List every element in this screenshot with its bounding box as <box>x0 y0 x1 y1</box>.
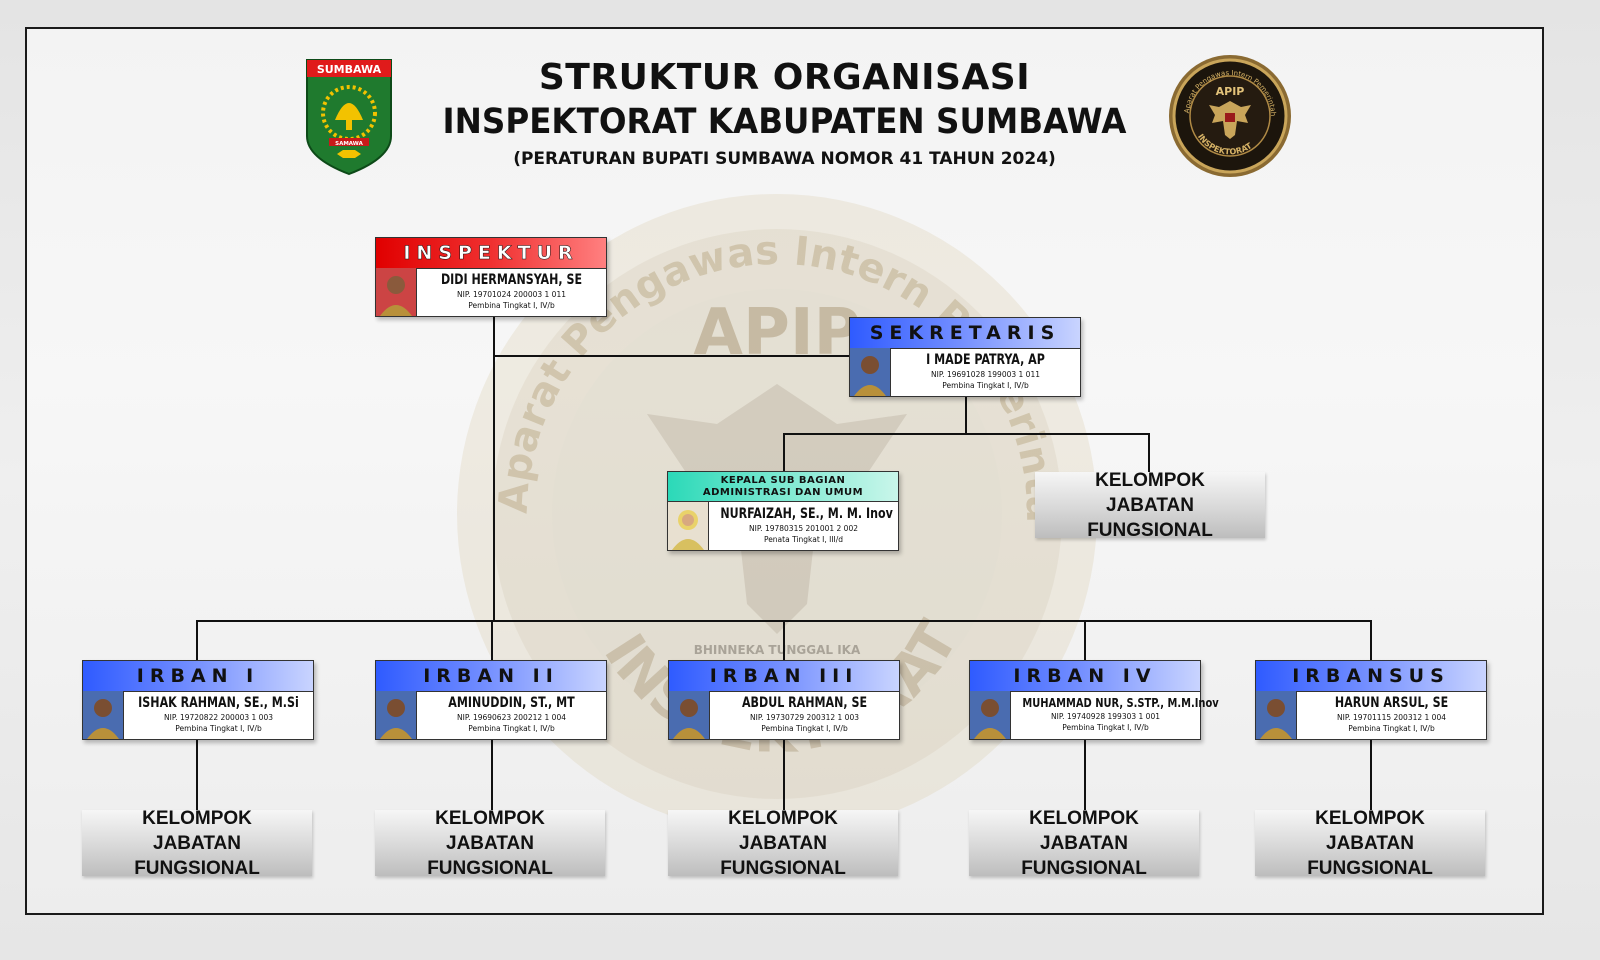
connector-irban-4-kjf <box>1084 738 1086 810</box>
irban-4-name: MUHAMMAD NUR, S.STP., M.M.Inov <box>1022 695 1219 710</box>
page-subtitle: INSPEKTORAT KABUPATEN SUMBAWA <box>442 102 1127 142</box>
inspektur-name: DIDI HERMANSYAH, SE <box>440 272 583 288</box>
kasubbag-title-line2: ADMINISTRASI DAN UMUM <box>702 487 864 498</box>
inspektur-title: INSPEKTUR <box>403 242 579 265</box>
connector-to-sekretaris <box>493 355 849 357</box>
irban-3-card: IRBAN III ABDUL RAHMAN, SE NIP. 19730729… <box>668 660 900 740</box>
sumbawa-logo-text: SUMBAWA <box>317 63 382 76</box>
apip-inspektorat-logo: Aparat Pengawas Intern Pemerintah APIP I… <box>1169 55 1291 177</box>
irbansus-header: IRBANSUS <box>1256 661 1486 692</box>
sekretaris-rank: Pembina Tingkat I, IV/b <box>942 381 1029 390</box>
connector-sekretariat-branch <box>783 433 1150 435</box>
connector-to-irban-3 <box>783 620 785 660</box>
irban-2-photo <box>376 691 417 739</box>
kasubbag-title-line1: KEPALA SUB BAGIAN <box>720 475 846 486</box>
connector-to-irbansus <box>1370 620 1372 660</box>
connector-to-irban-2 <box>491 620 493 660</box>
irban-1-photo <box>83 691 124 739</box>
connector-sekretaris-down <box>965 395 967 434</box>
irban-3-header: IRBAN III <box>669 661 899 692</box>
irban-1-functional-group: KELOMPOK JABATAN FUNGSIONAL <box>82 808 312 879</box>
watermark-motto: BHINNEKA TUNGGAL IKA <box>694 643 861 657</box>
inspektur-card: INSPEKTUR DIDI HERMANSYAH, SE NIP. 19701… <box>375 237 607 317</box>
sekretaris-photo <box>850 348 891 396</box>
irbansus-photo <box>1256 691 1297 739</box>
inspektur-header: INSPEKTUR <box>376 238 606 269</box>
irbansus-functional-group: KELOMPOK JABATAN FUNGSIONAL <box>1255 808 1485 879</box>
irbansus-rank: Pembina Tingkat I, IV/b <box>1348 724 1435 733</box>
sumbawa-motto: SAMAWA <box>335 141 364 147</box>
kasubbag-rank: Penata Tingkat I, III/d <box>763 535 844 544</box>
irban-4-functional-group: KELOMPOK JABATAN FUNGSIONAL <box>969 808 1199 879</box>
connector-irban-3-kjf <box>783 738 785 810</box>
irban-4-rank: Pembina Tingkat I, IV/b <box>1062 723 1149 732</box>
irban-1-header: IRBAN I <box>83 661 313 692</box>
irban-2-header: IRBAN II <box>376 661 606 692</box>
irban-3-name: ABDUL RAHMAN, SE <box>741 695 868 711</box>
inspektur-nip: NIP. 19701024 200003 1 011 <box>457 290 566 299</box>
sekretariat-functional-group: KELOMPOK JABATAN FUNGSIONAL <box>1035 470 1265 541</box>
sumbawa-regency-logo: SUMBAWA SAMAWA <box>306 59 392 176</box>
sekretaris-header: SEKRETARIS <box>850 318 1080 349</box>
irban-4-photo <box>970 691 1011 739</box>
page-title: STRUKTUR ORGANISASI <box>538 57 1031 98</box>
connector-to-sekretariat-kjf <box>1148 433 1150 472</box>
irban-2-functional-group: KELOMPOK JABATAN FUNGSIONAL <box>375 808 605 879</box>
irban-4-nip: NIP. 19740928 199303 1 001 <box>1051 712 1160 721</box>
inspektur-rank: Pembina Tingkat I, IV/b <box>468 301 555 310</box>
irban-1-name: ISHAK RAHMAN, SE., M.Si <box>138 695 299 711</box>
irban-3-rank: Pembina Tingkat I, IV/b <box>761 724 848 733</box>
sekretaris-card: SEKRETARIS I MADE PATRYA, AP NIP. 196910… <box>849 317 1081 397</box>
org-chart-frame: Aparat Pengawas Intern Pemerintah APIP I… <box>25 27 1544 915</box>
watermark-center-text: APIP <box>693 296 860 370</box>
connector-irban-1-kjf <box>196 738 198 810</box>
irban-1-card: IRBAN I ISHAK RAHMAN, SE., M.Si NIP. 197… <box>82 660 314 740</box>
kasubbag-nip: NIP. 19780315 201001 2 002 <box>749 524 858 533</box>
connector-to-kasubbag <box>783 433 785 471</box>
irbansus-card: IRBANSUS HARUN ARSUL, SE NIP. 19701115 2… <box>1255 660 1487 740</box>
irbansus-nip: NIP. 19701115 200312 1 004 <box>1337 713 1446 722</box>
sekretaris-nip: NIP. 19691028 199003 1 011 <box>931 370 1040 379</box>
irban-1-nip: NIP. 19720822 200003 1 003 <box>164 713 273 722</box>
irban-2-name: AMINUDDIN, ST., MT <box>448 695 575 711</box>
kasubbag-card: KEPALA SUB BAGIAN ADMINISTRASI DAN UMUM … <box>667 471 899 551</box>
kasubbag-photo <box>668 502 709 550</box>
sekretaris-name: I MADE PATRYA, AP <box>926 352 1045 368</box>
irban-3-functional-group: KELOMPOK JABATAN FUNGSIONAL <box>668 808 898 879</box>
apip-logo-center-text: APIP <box>1216 85 1245 98</box>
kasubbag-header: KEPALA SUB BAGIAN ADMINISTRASI DAN UMUM <box>668 472 898 502</box>
connector-irban-2-kjf <box>491 738 493 810</box>
connector-inspektur-trunk <box>493 315 495 621</box>
irban-3-nip: NIP. 19730729 200312 1 003 <box>750 713 859 722</box>
regulation-reference: (PERATURAN BUPATI SUMBAWA NOMOR 41 TAHUN… <box>513 149 1056 169</box>
irban-2-card: IRBAN II AMINUDDIN, ST., MT NIP. 1969062… <box>375 660 607 740</box>
inspektur-photo <box>376 268 417 316</box>
irban-4-header: IRBAN IV <box>970 661 1200 692</box>
connector-to-irban-1 <box>196 620 198 660</box>
connector-irbansus-kjf <box>1370 738 1372 810</box>
irban-1-rank: Pembina Tingkat I, IV/b <box>175 724 262 733</box>
irban-3-photo <box>669 691 710 739</box>
irbansus-name: HARUN ARSUL, SE <box>1334 695 1449 711</box>
irban-4-card: IRBAN IV MUHAMMAD NUR, S.STP., M.M.Inov … <box>969 660 1219 740</box>
connector-to-irban-4 <box>1084 620 1086 660</box>
irban-2-nip: NIP. 19690623 200212 1 004 <box>457 713 566 722</box>
irban-2-rank: Pembina Tingkat I, IV/b <box>468 724 555 733</box>
kasubbag-name: NURFAIZAH, SE., M. M. Inov <box>720 506 893 522</box>
